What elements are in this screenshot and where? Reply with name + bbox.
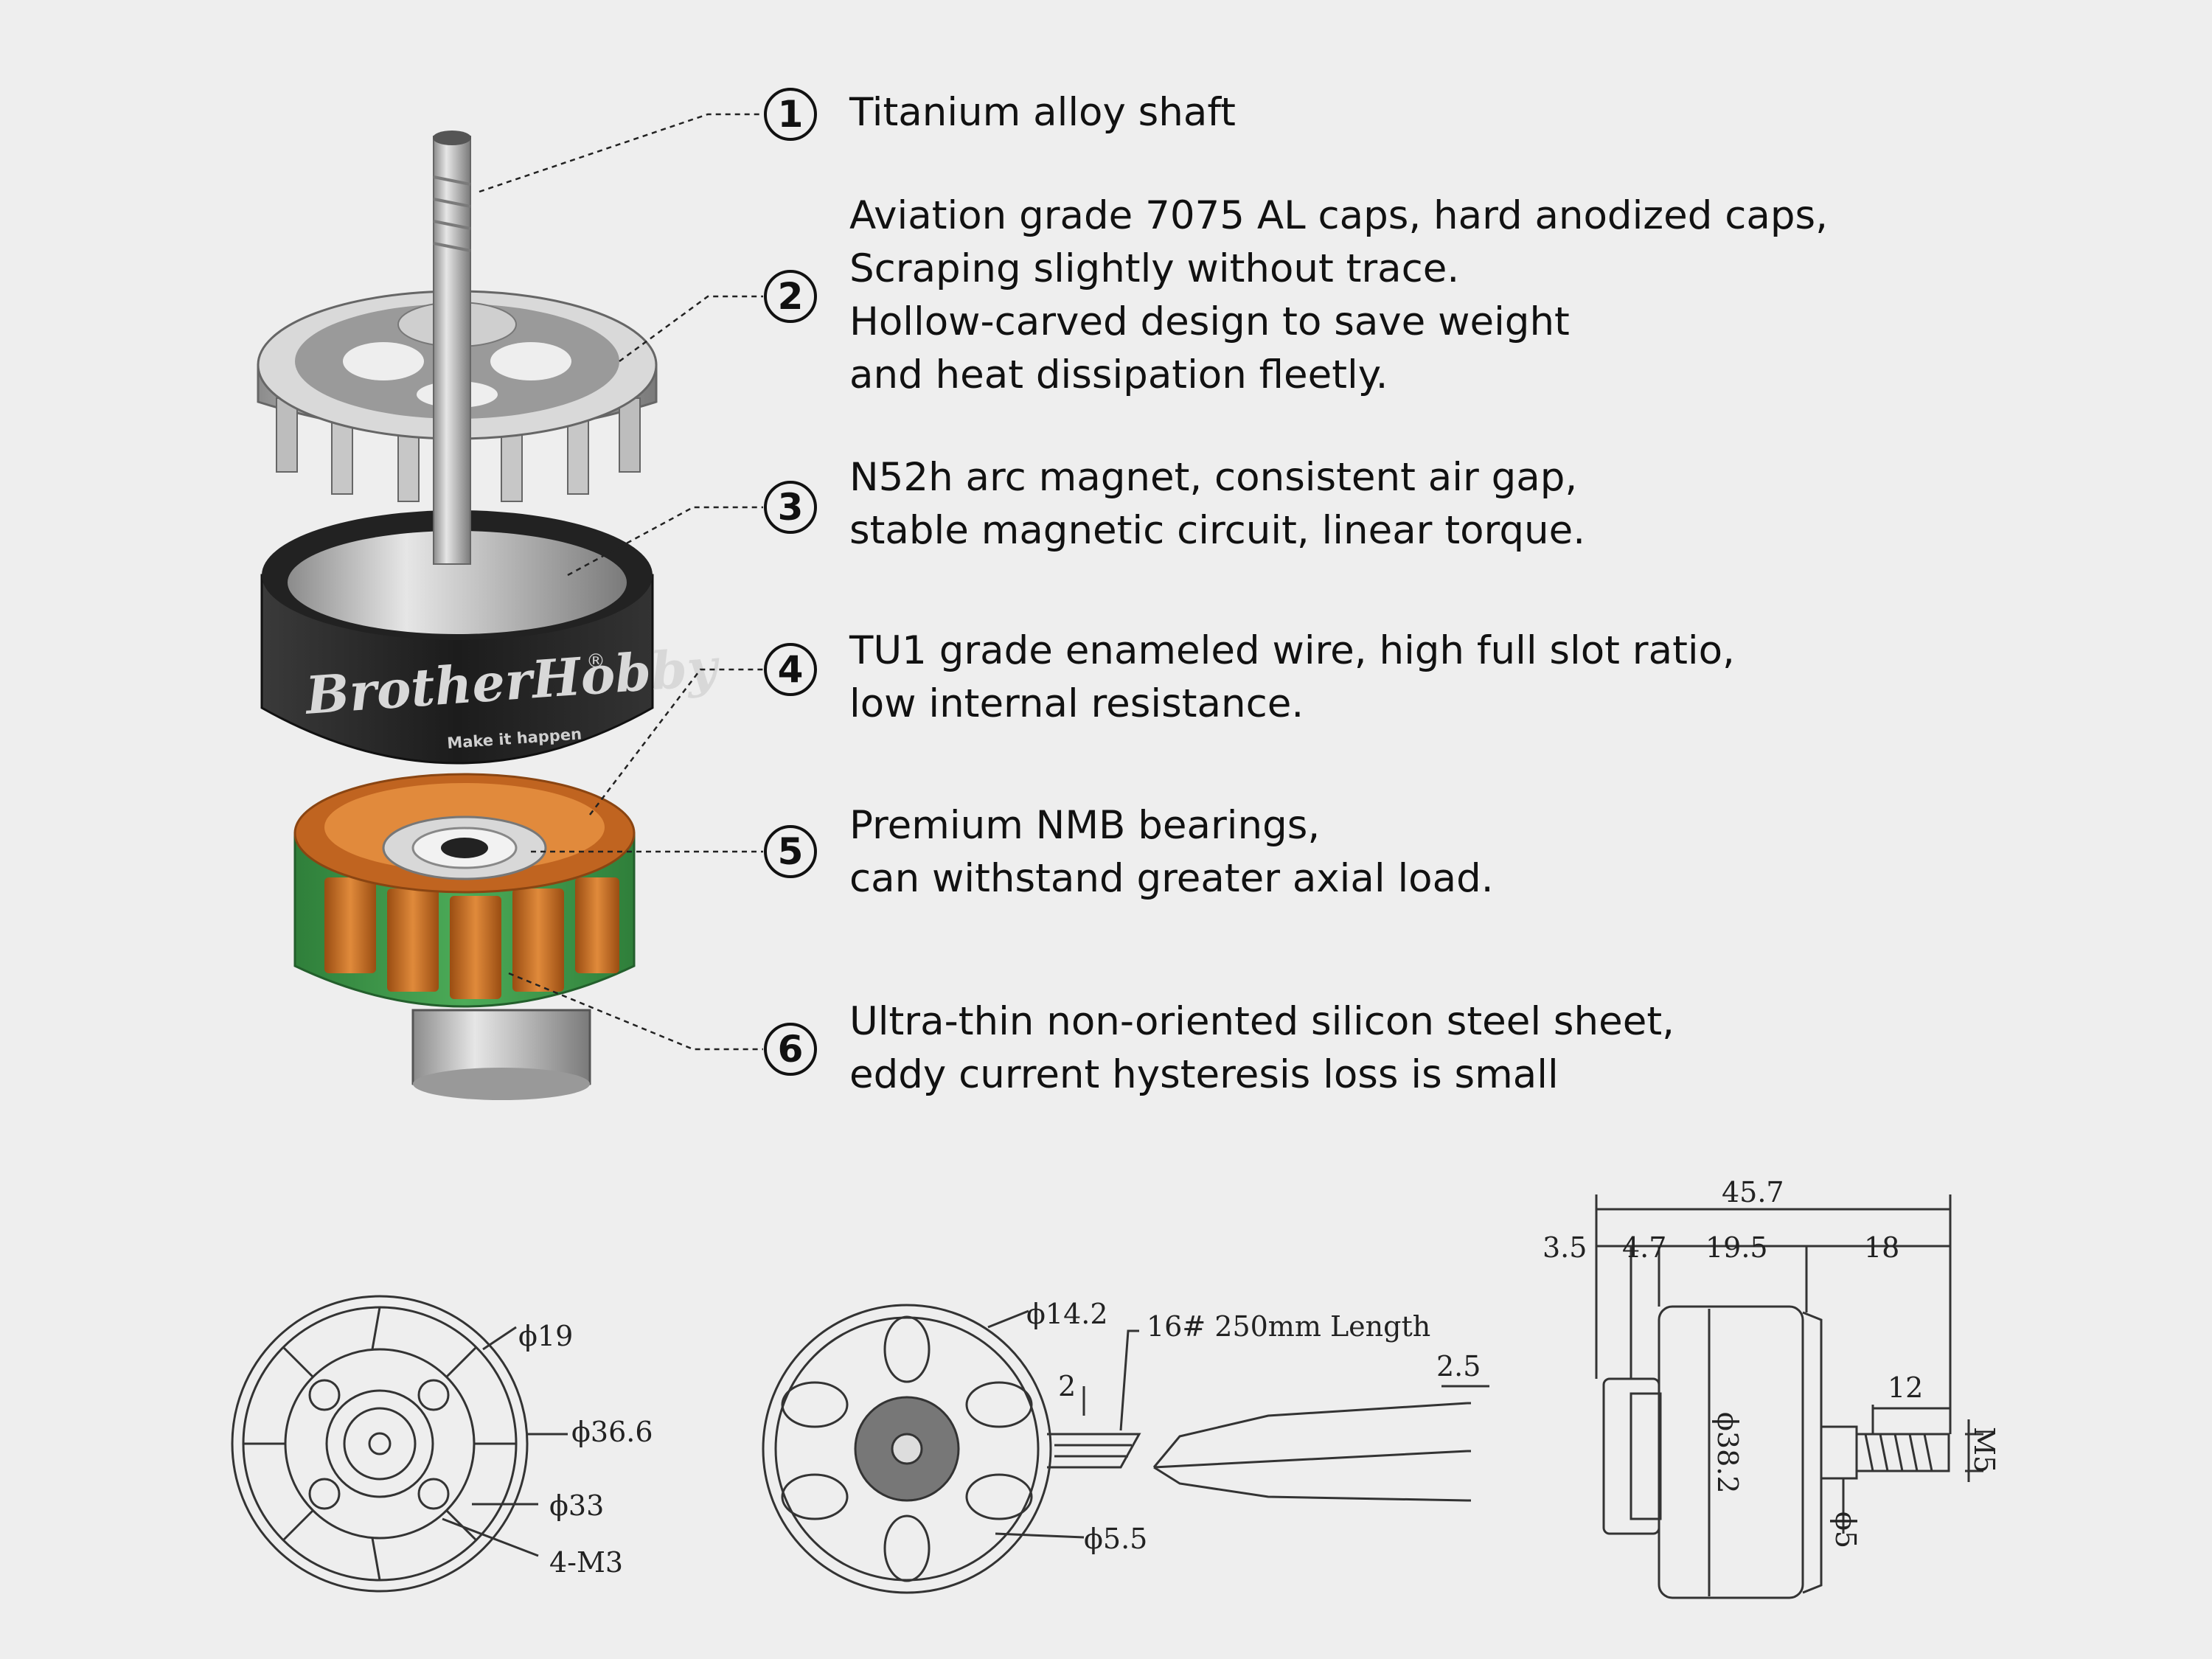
feature-line: eddy current hysteresis loss is small (849, 1052, 1559, 1097)
dim-shaft-length: 12 (1888, 1371, 1923, 1404)
wire-spec: 16# 250mm Length (1147, 1310, 1430, 1343)
bell-housing: BrotherHobby ® Make it happen (260, 510, 722, 765)
dim-19-5: 19.5 (1705, 1231, 1768, 1264)
dim-m5: M5 (1968, 1427, 2000, 1473)
dim-4-m3: 4-M3 (549, 1546, 623, 1579)
feature-line: can withstand greater axial load. (849, 856, 1494, 901)
dim-4-7: 4.7 (1622, 1231, 1666, 1264)
feature-line: and heat dissipation fleetly. (849, 352, 1388, 397)
motor-shaft (433, 131, 471, 565)
dim-phi36-6: ϕ36.6 (571, 1416, 653, 1448)
dim-wire-offset: 2 (1058, 1370, 1076, 1402)
feature-line: N52h arc magnet, consistent air gap, (849, 455, 1578, 500)
feature-line: Ultra-thin non-oriented silicon steel sh… (849, 999, 1674, 1044)
brand-registered: ® (586, 650, 605, 672)
callout-number-6: 6 (764, 1023, 817, 1076)
callout-number-1: 1 (764, 88, 817, 141)
feature-line: low internal resistance. (849, 681, 1304, 726)
feature-line: stable magnetic circuit, linear torque. (849, 508, 1586, 553)
feature-shaft: Titanium alloy shaft (849, 86, 1236, 139)
feature-line: TU1 grade enameled wire, high full slot … (849, 628, 1735, 673)
feature-wire: TU1 grade enameled wire, high full slot … (849, 625, 1735, 731)
feature-line: Aviation grade 7075 AL caps, hard anodiz… (849, 193, 1828, 238)
feature-line: Premium NMB bearings, (849, 803, 1321, 848)
feature-bearings: Premium NMB bearings, can withstand grea… (849, 799, 1494, 905)
front-view-drawing (231, 1295, 568, 1593)
callout-number-3: 3 (764, 481, 817, 534)
stator (293, 773, 636, 1008)
leader-lines (479, 113, 763, 1051)
feature-line: Scraping slightly without trace. (849, 246, 1460, 291)
feature-line: Hollow-carved design to save weight (849, 299, 1570, 344)
dim-strip-length: 2.5 (1436, 1350, 1481, 1382)
dim-phi5-5: ϕ5.5 (1084, 1523, 1147, 1555)
dim-phi33: ϕ33 (549, 1489, 604, 1522)
dim-18: 18 (1864, 1231, 1899, 1264)
feature-steel-sheet: Ultra-thin non-oriented silicon steel sh… (849, 995, 1674, 1102)
back-view-drawing (762, 1304, 1489, 1594)
callout-number-5: 5 (764, 825, 817, 878)
dim-phi14-2: ϕ14.2 (1026, 1298, 1108, 1330)
stator-base (411, 1009, 591, 1100)
callout-number-2: 2 (764, 270, 817, 323)
dim-3-5: 3.5 (1543, 1231, 1587, 1264)
dim-phi38-2: ϕ38.2 (1711, 1412, 1744, 1494)
feature-caps: Aviation grade 7075 AL caps, hard anodiz… (849, 189, 1828, 402)
feature-magnet: N52h arc magnet, consistent air gap, sta… (849, 451, 1585, 557)
feature-line: Titanium alloy shaft (849, 90, 1236, 135)
dim-phi19: ϕ19 (518, 1320, 573, 1352)
dim-total-length: 45.7 (1722, 1176, 1784, 1208)
callout-number-4: 4 (764, 643, 817, 696)
dim-phi5: ϕ5 (1829, 1512, 1862, 1548)
side-view-drawing (1595, 1194, 1983, 1599)
